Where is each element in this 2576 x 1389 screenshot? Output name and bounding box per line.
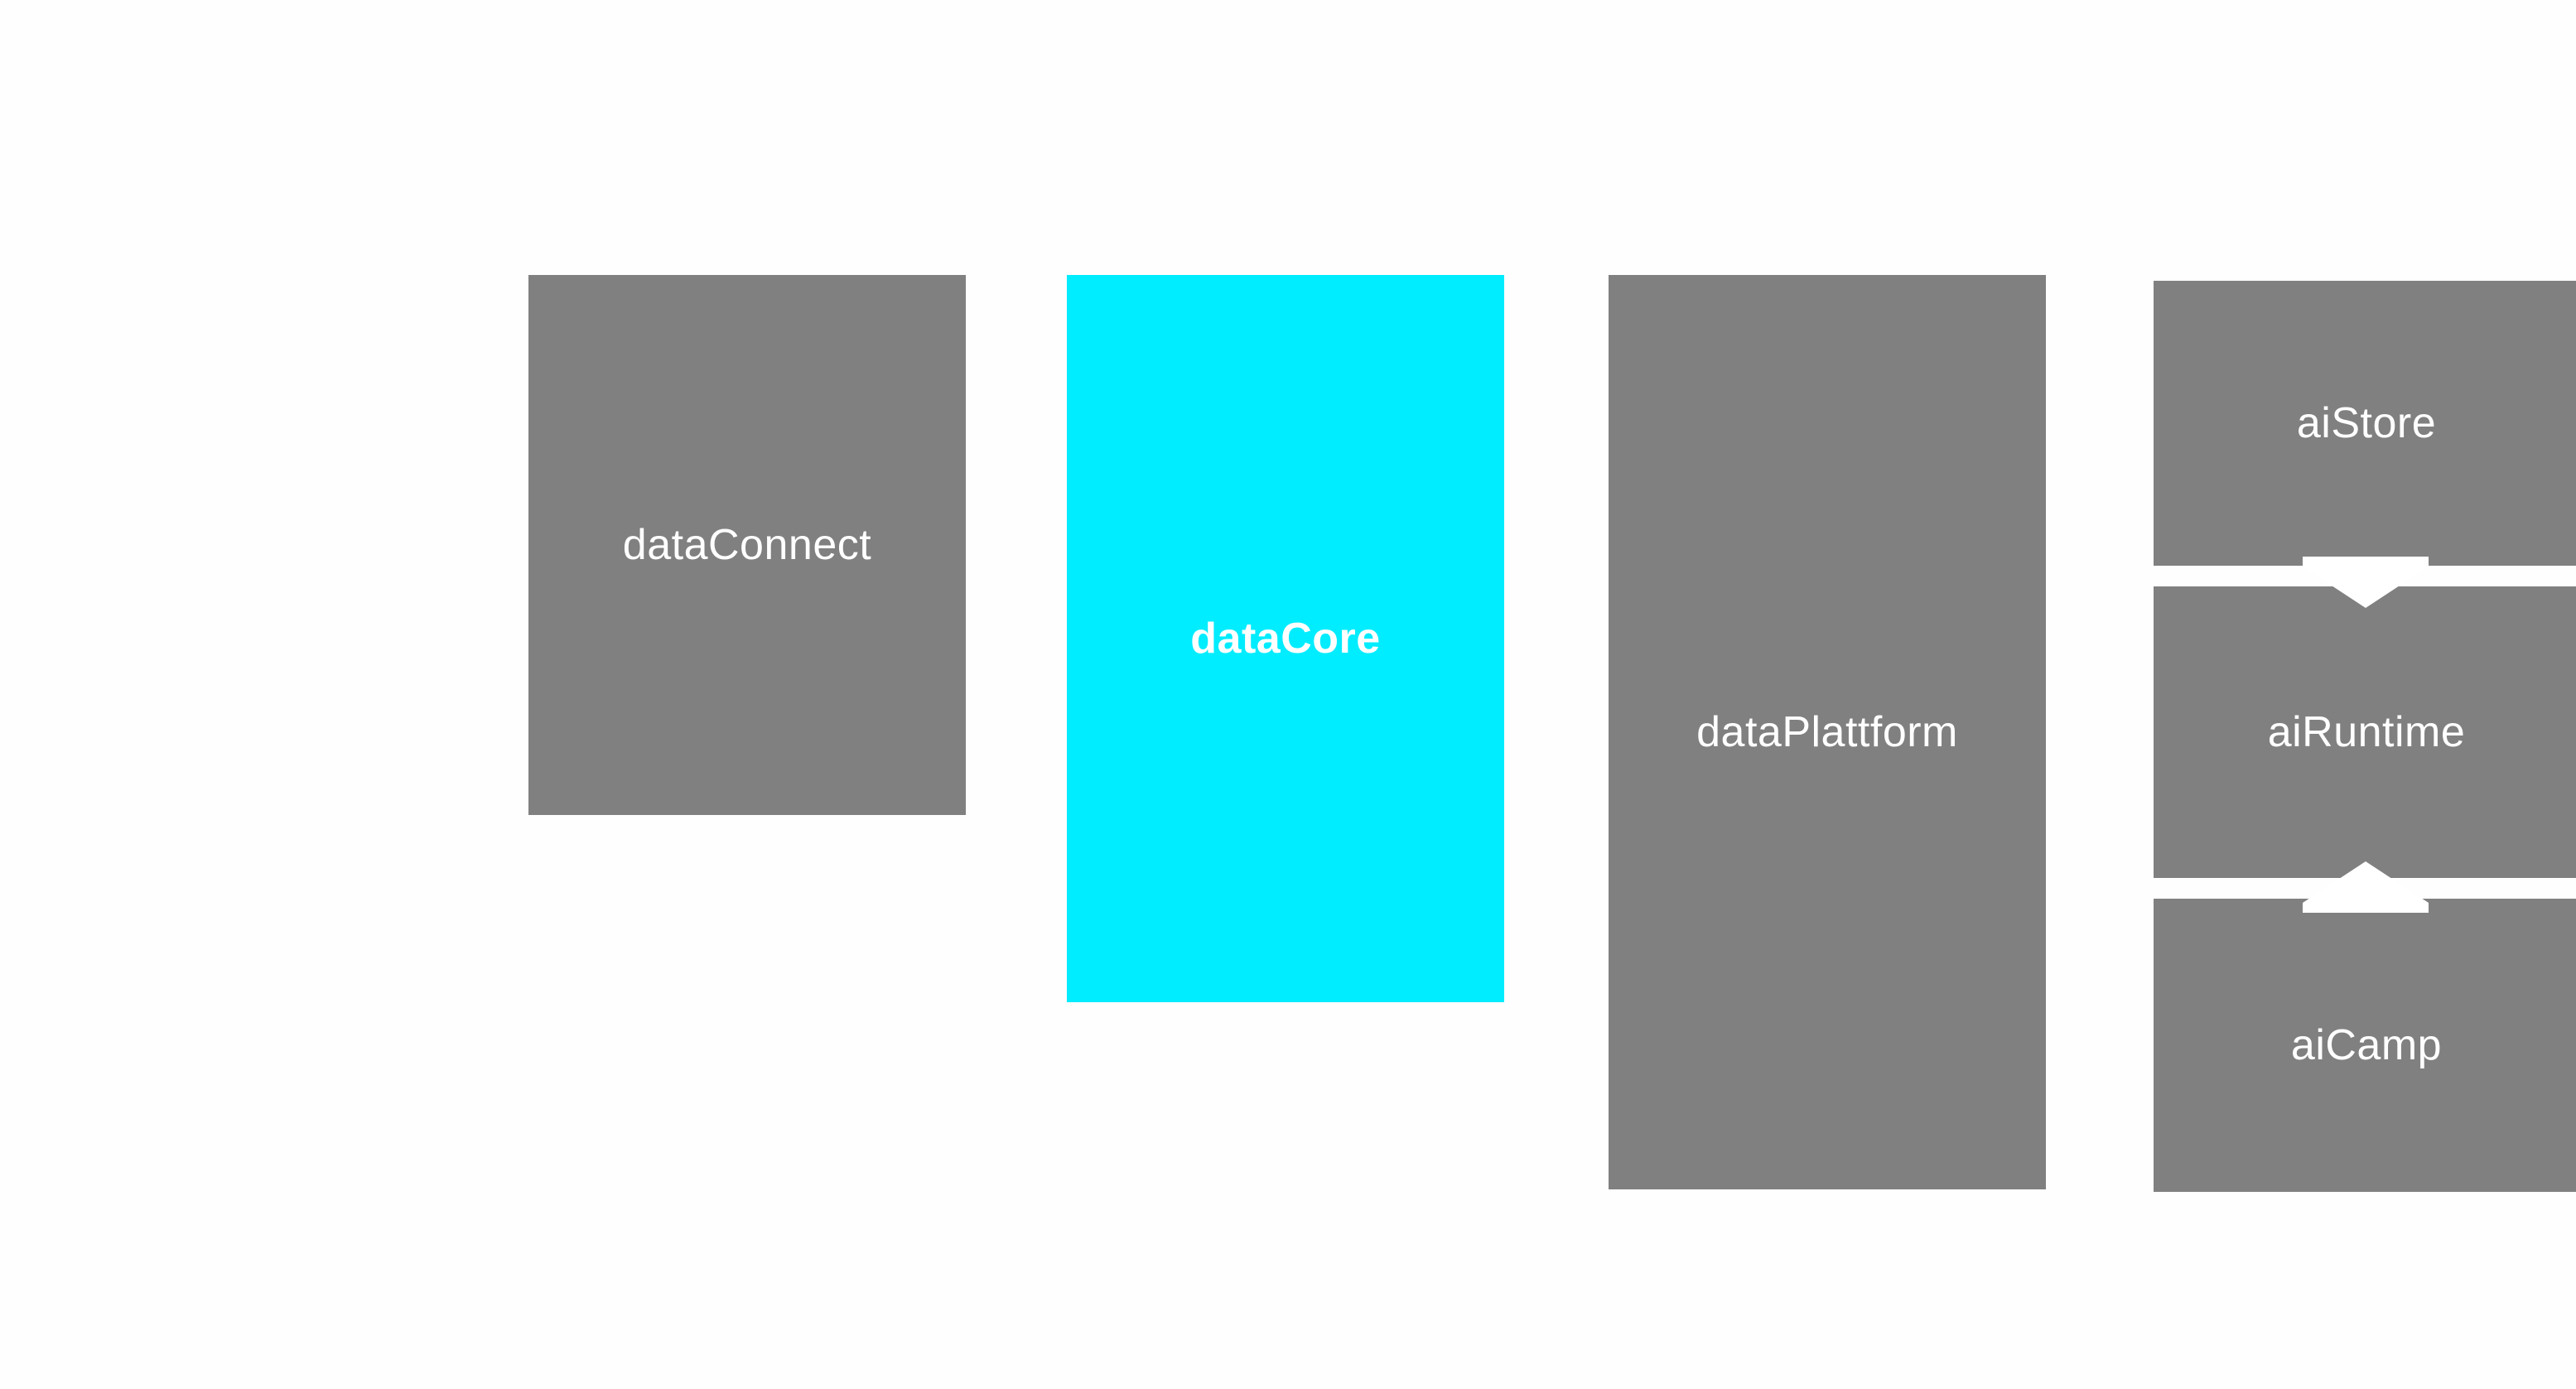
- dataplatform-block: dataPlattform: [1609, 275, 2046, 1189]
- aicamp-label: aiCamp: [2290, 1021, 2443, 1069]
- aicamp-block: aiCamp: [2154, 899, 2576, 1192]
- aistore-label: aiStore: [2296, 399, 2437, 447]
- arrow-down-icon: [2303, 557, 2429, 608]
- dataconnect-label: dataConnect: [622, 521, 872, 569]
- datacore-block: dataCore: [1067, 275, 1504, 1002]
- dataconnect-block: dataConnect: [528, 275, 966, 815]
- arrow-up-icon: [2303, 861, 2429, 913]
- airuntime-block: aiRuntime: [2154, 586, 2576, 878]
- datacore-label: dataCore: [1190, 615, 1381, 663]
- dataplatform-label: dataPlattform: [1696, 708, 1958, 756]
- aistore-block: aiStore: [2154, 281, 2576, 566]
- airuntime-label: aiRuntime: [2267, 708, 2466, 756]
